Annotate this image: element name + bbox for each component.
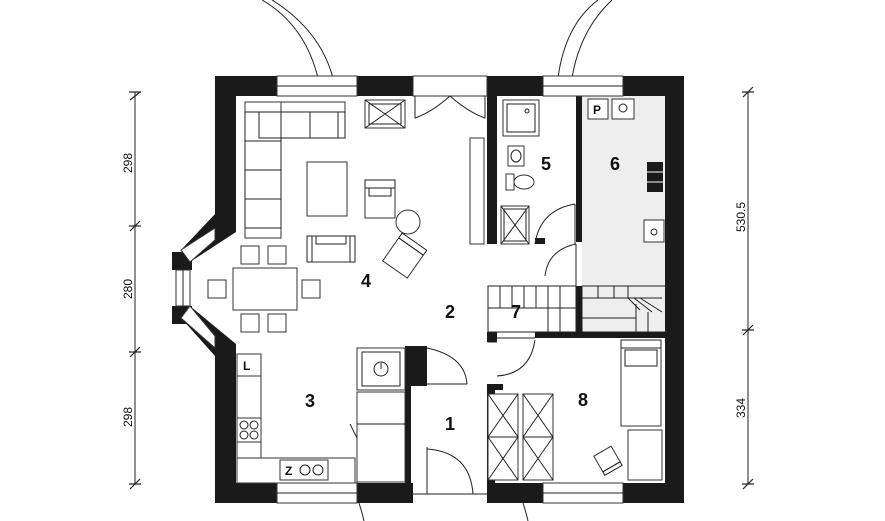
washbasin: [507, 145, 525, 167]
room-number-2: 2: [445, 302, 455, 322]
windows: [175, 75, 624, 504]
window-bay-upper: [180, 227, 216, 263]
room-6-fixtures: P: [587, 98, 665, 243]
dresser: [627, 429, 663, 481]
vestibule-fixtures: [487, 393, 554, 481]
boiler: [587, 98, 609, 120]
desk-chair: [593, 445, 623, 476]
dim-left-1: 298: [121, 153, 135, 173]
dimension-lines-left: 298 280 298: [121, 91, 141, 490]
tv-cabinet: [469, 137, 485, 245]
room-number-8: 8: [578, 390, 588, 410]
living-room-furniture: [207, 99, 485, 333]
bed: [620, 339, 662, 427]
kitchen-counter: [236, 375, 262, 459]
sink-label: Z: [285, 464, 292, 478]
toilet: [505, 173, 535, 191]
room-number-6: 6: [610, 154, 620, 174]
small-basin: [643, 219, 665, 243]
armchair-1: [364, 179, 396, 219]
dining-table: [232, 267, 298, 311]
coffee-table: [306, 161, 348, 217]
room-number-4: 4: [361, 271, 371, 291]
radiator: [647, 162, 663, 192]
room-numbers: 1 2 3 4 5 6 7 8: [305, 154, 620, 434]
bedroom-furniture: [593, 339, 663, 481]
bathroom-fixtures: [500, 99, 540, 245]
shower: [502, 99, 540, 137]
room-number-3: 3: [305, 391, 315, 411]
dim-right-2: 334: [734, 398, 748, 418]
doors: [411, 75, 577, 495]
side-table: [395, 209, 421, 235]
utility-sink: [611, 98, 635, 120]
boiler-label: P: [593, 103, 601, 117]
fridge-label: L: [243, 359, 250, 373]
window-bay-lower: [180, 305, 216, 350]
room-number-7: 7: [511, 302, 521, 322]
dim-right-1: 530.5: [734, 202, 748, 232]
kitchen-fixtures: L Z: [236, 347, 406, 484]
stairs: [487, 285, 667, 343]
hall-wardrobe: [356, 391, 406, 483]
room-number-1: 1: [445, 414, 455, 434]
dim-left-2: 280: [121, 279, 135, 299]
armchair-2: [306, 235, 356, 263]
dimension-lines-right: 530.5 334: [734, 86, 754, 490]
cooktop: [236, 417, 262, 443]
dim-left-3: 298: [121, 407, 135, 427]
room-number-5: 5: [541, 154, 551, 174]
armchair-3: [381, 232, 428, 279]
room-6-floor: [582, 96, 666, 332]
corner-sofa: [244, 101, 346, 239]
